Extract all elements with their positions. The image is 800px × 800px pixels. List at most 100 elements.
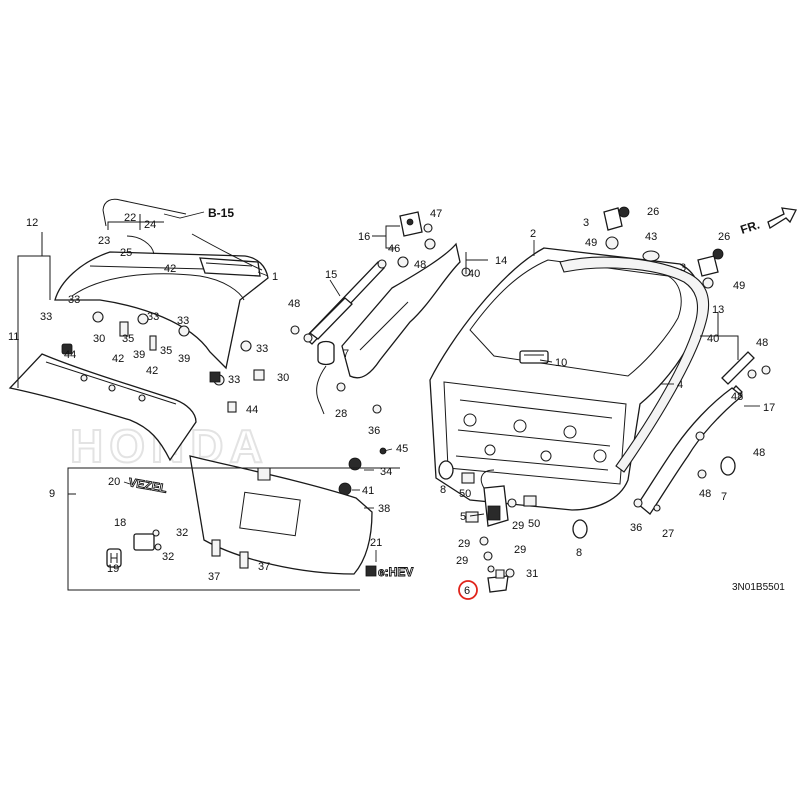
tailgate-stay-right (637, 351, 755, 515)
callout-49: 49 (585, 237, 597, 249)
callout-8: 8 (440, 484, 446, 496)
honda-emblem (106, 533, 155, 568)
callout-23: 23 (98, 235, 110, 247)
callout-41: 41 (362, 485, 374, 497)
leader-1 (257, 271, 269, 277)
diagram-ref-code: 3N01B5501 (732, 582, 785, 593)
callout-28: 28 (335, 408, 347, 420)
callout-25: 25 (120, 247, 132, 259)
highlight-circle (458, 580, 478, 600)
callout-10: 10 (555, 357, 567, 369)
tailgate-switch (487, 569, 509, 593)
callout-39: 39 (133, 349, 145, 361)
bracket-16 (372, 225, 400, 249)
callout-33: 33 (256, 343, 268, 355)
callout-19: 19 (107, 563, 119, 575)
leader-45 (383, 448, 393, 452)
svg-text:VEZEL: VEZEL (127, 475, 168, 496)
bracket-13 (700, 312, 739, 360)
callout-11: 11 (8, 331, 19, 343)
tailgate-hinges (603, 206, 724, 289)
callout-50: 50 (528, 518, 540, 530)
callout-45: 45 (396, 443, 408, 455)
callout-43: 43 (645, 231, 657, 243)
callout-48: 48 (753, 447, 765, 459)
leader-15 (329, 279, 341, 297)
section-ref-b15: B-15 (208, 206, 234, 220)
emblem-vezel: VEZEL (127, 475, 168, 496)
callout-4: 4 (677, 379, 683, 391)
callout-48: 48 (756, 337, 768, 349)
weatherstrip (559, 256, 710, 473)
callout-33: 33 (68, 294, 80, 306)
callout-44: 44 (246, 404, 258, 416)
callout-33: 33 (40, 311, 52, 323)
callout-29: 29 (456, 555, 468, 567)
lock-assembly (480, 469, 509, 527)
callout-35: 35 (160, 345, 172, 357)
callout-33: 33 (147, 311, 159, 323)
callout-2: 2 (530, 228, 536, 240)
callout-26: 26 (718, 231, 730, 243)
callout-22: 22 (124, 212, 136, 224)
callout-16: 16 (358, 231, 370, 243)
spoiler-clips (61, 321, 265, 413)
callout-31: 31 (526, 568, 538, 580)
callout-40: 40 (707, 333, 719, 345)
callout-26: 26 (647, 206, 659, 218)
callout-50: 50 (459, 488, 471, 500)
callout-29: 29 (514, 544, 526, 556)
tailgate-stay-bracket (341, 242, 461, 379)
callout-49: 49 (733, 280, 745, 292)
callout-8: 8 (576, 547, 582, 559)
rubber-stoppers (438, 456, 736, 539)
callout-35: 35 (122, 333, 134, 345)
spoiler-garnish (8, 353, 197, 462)
callout-39: 39 (178, 353, 190, 365)
callout-3: 3 (583, 217, 589, 229)
callout-36: 36 (368, 425, 380, 437)
callout-37: 37 (258, 561, 270, 573)
callout-48: 48 (414, 259, 426, 271)
direction-arrow: FR. (739, 207, 797, 237)
bolts (290, 238, 771, 578)
callout-27: 27 (662, 528, 674, 540)
callout-38: 38 (378, 503, 390, 515)
bracket-9 (67, 467, 400, 591)
callout-40: 40 (468, 268, 480, 280)
emblem-hev: e:HEV (365, 565, 414, 579)
callout-18: 18 (114, 517, 126, 529)
camera-bracket (519, 350, 549, 364)
callout-46: 46 (388, 243, 400, 255)
callout-7: 7 (721, 491, 727, 503)
bracket-12-11 (17, 232, 51, 388)
callout-44: 44 (64, 349, 76, 361)
leader-5 (469, 513, 485, 517)
svg-text:FR.: FR. (739, 218, 762, 237)
callout-48: 48 (731, 391, 743, 403)
callout-21: 21 (370, 537, 382, 549)
bracket-22-24 (107, 214, 164, 230)
callout-15: 15 (325, 269, 337, 281)
callout-9: 9 (49, 488, 55, 500)
callout-47: 47 (430, 208, 442, 220)
callout-7: 7 (343, 348, 349, 360)
callout-32: 32 (162, 551, 174, 563)
callout-3: 3 (680, 262, 686, 274)
callout-1: 1 (272, 271, 278, 283)
callout-6: 6 (464, 585, 470, 597)
callout-20: 20 (108, 476, 120, 488)
callout-37: 37 (208, 571, 220, 583)
leader-10 (539, 359, 553, 363)
callout-30: 30 (277, 372, 289, 384)
callout-12: 12 (26, 217, 38, 229)
spoiler-assembly (54, 251, 269, 386)
callout-48: 48 (288, 298, 300, 310)
garnish-clips (152, 529, 249, 569)
leader-20 (123, 481, 131, 485)
callout-36: 36 (630, 522, 642, 534)
callout-33: 33 (228, 374, 240, 386)
callout-14: 14 (495, 255, 507, 267)
callout-42: 42 (146, 365, 158, 377)
